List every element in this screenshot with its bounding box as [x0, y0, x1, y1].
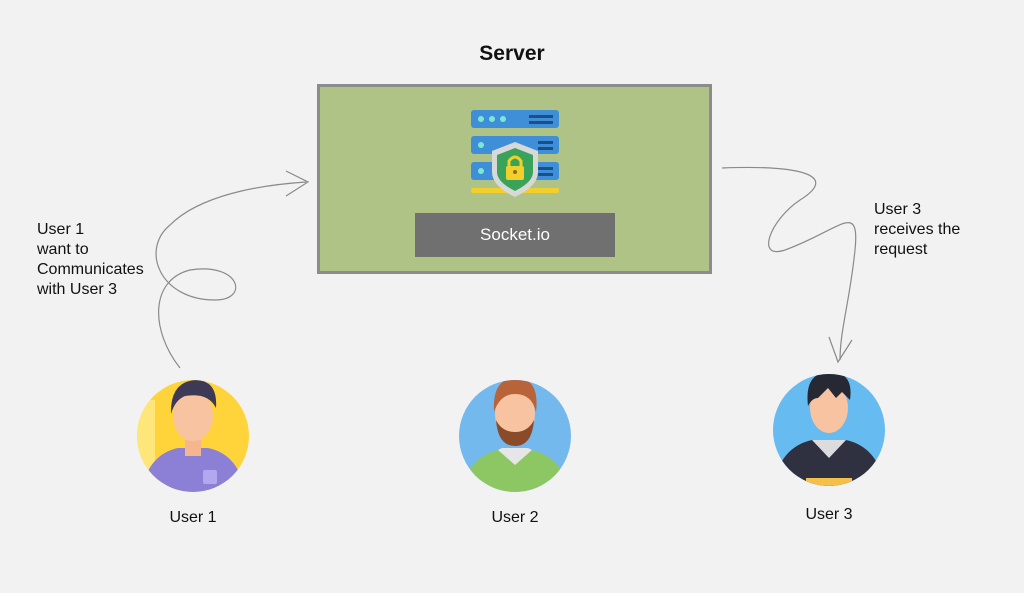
- user-2-label: User 2: [491, 509, 539, 526]
- note-line: Communicates: [37, 261, 144, 278]
- note-line: User 3: [874, 201, 922, 218]
- user-1-label: User 1: [169, 509, 217, 526]
- avatar-user-2: [459, 380, 571, 492]
- note-user3-receives: User 3 receives the request: [874, 200, 1014, 260]
- arrow-server-to-user3: [721, 166, 857, 364]
- note-user1-request: User 1 want to Communicates with User 3: [37, 220, 177, 300]
- arrow-user1-to-server: [155, 170, 310, 369]
- note-line: receives the: [874, 221, 961, 238]
- note-line: User 1: [37, 221, 85, 238]
- avatar-user-3: [773, 374, 885, 486]
- note-line: want to: [37, 241, 89, 258]
- user-3-label: User 3: [805, 506, 853, 523]
- avatar-user-1: [137, 380, 249, 492]
- note-line: with User 3: [37, 281, 118, 298]
- shield-lock-icon: [492, 142, 538, 197]
- server-title: Server: [479, 42, 545, 65]
- note-line: request: [874, 241, 928, 258]
- socket-io-box: Socket.io: [415, 213, 615, 257]
